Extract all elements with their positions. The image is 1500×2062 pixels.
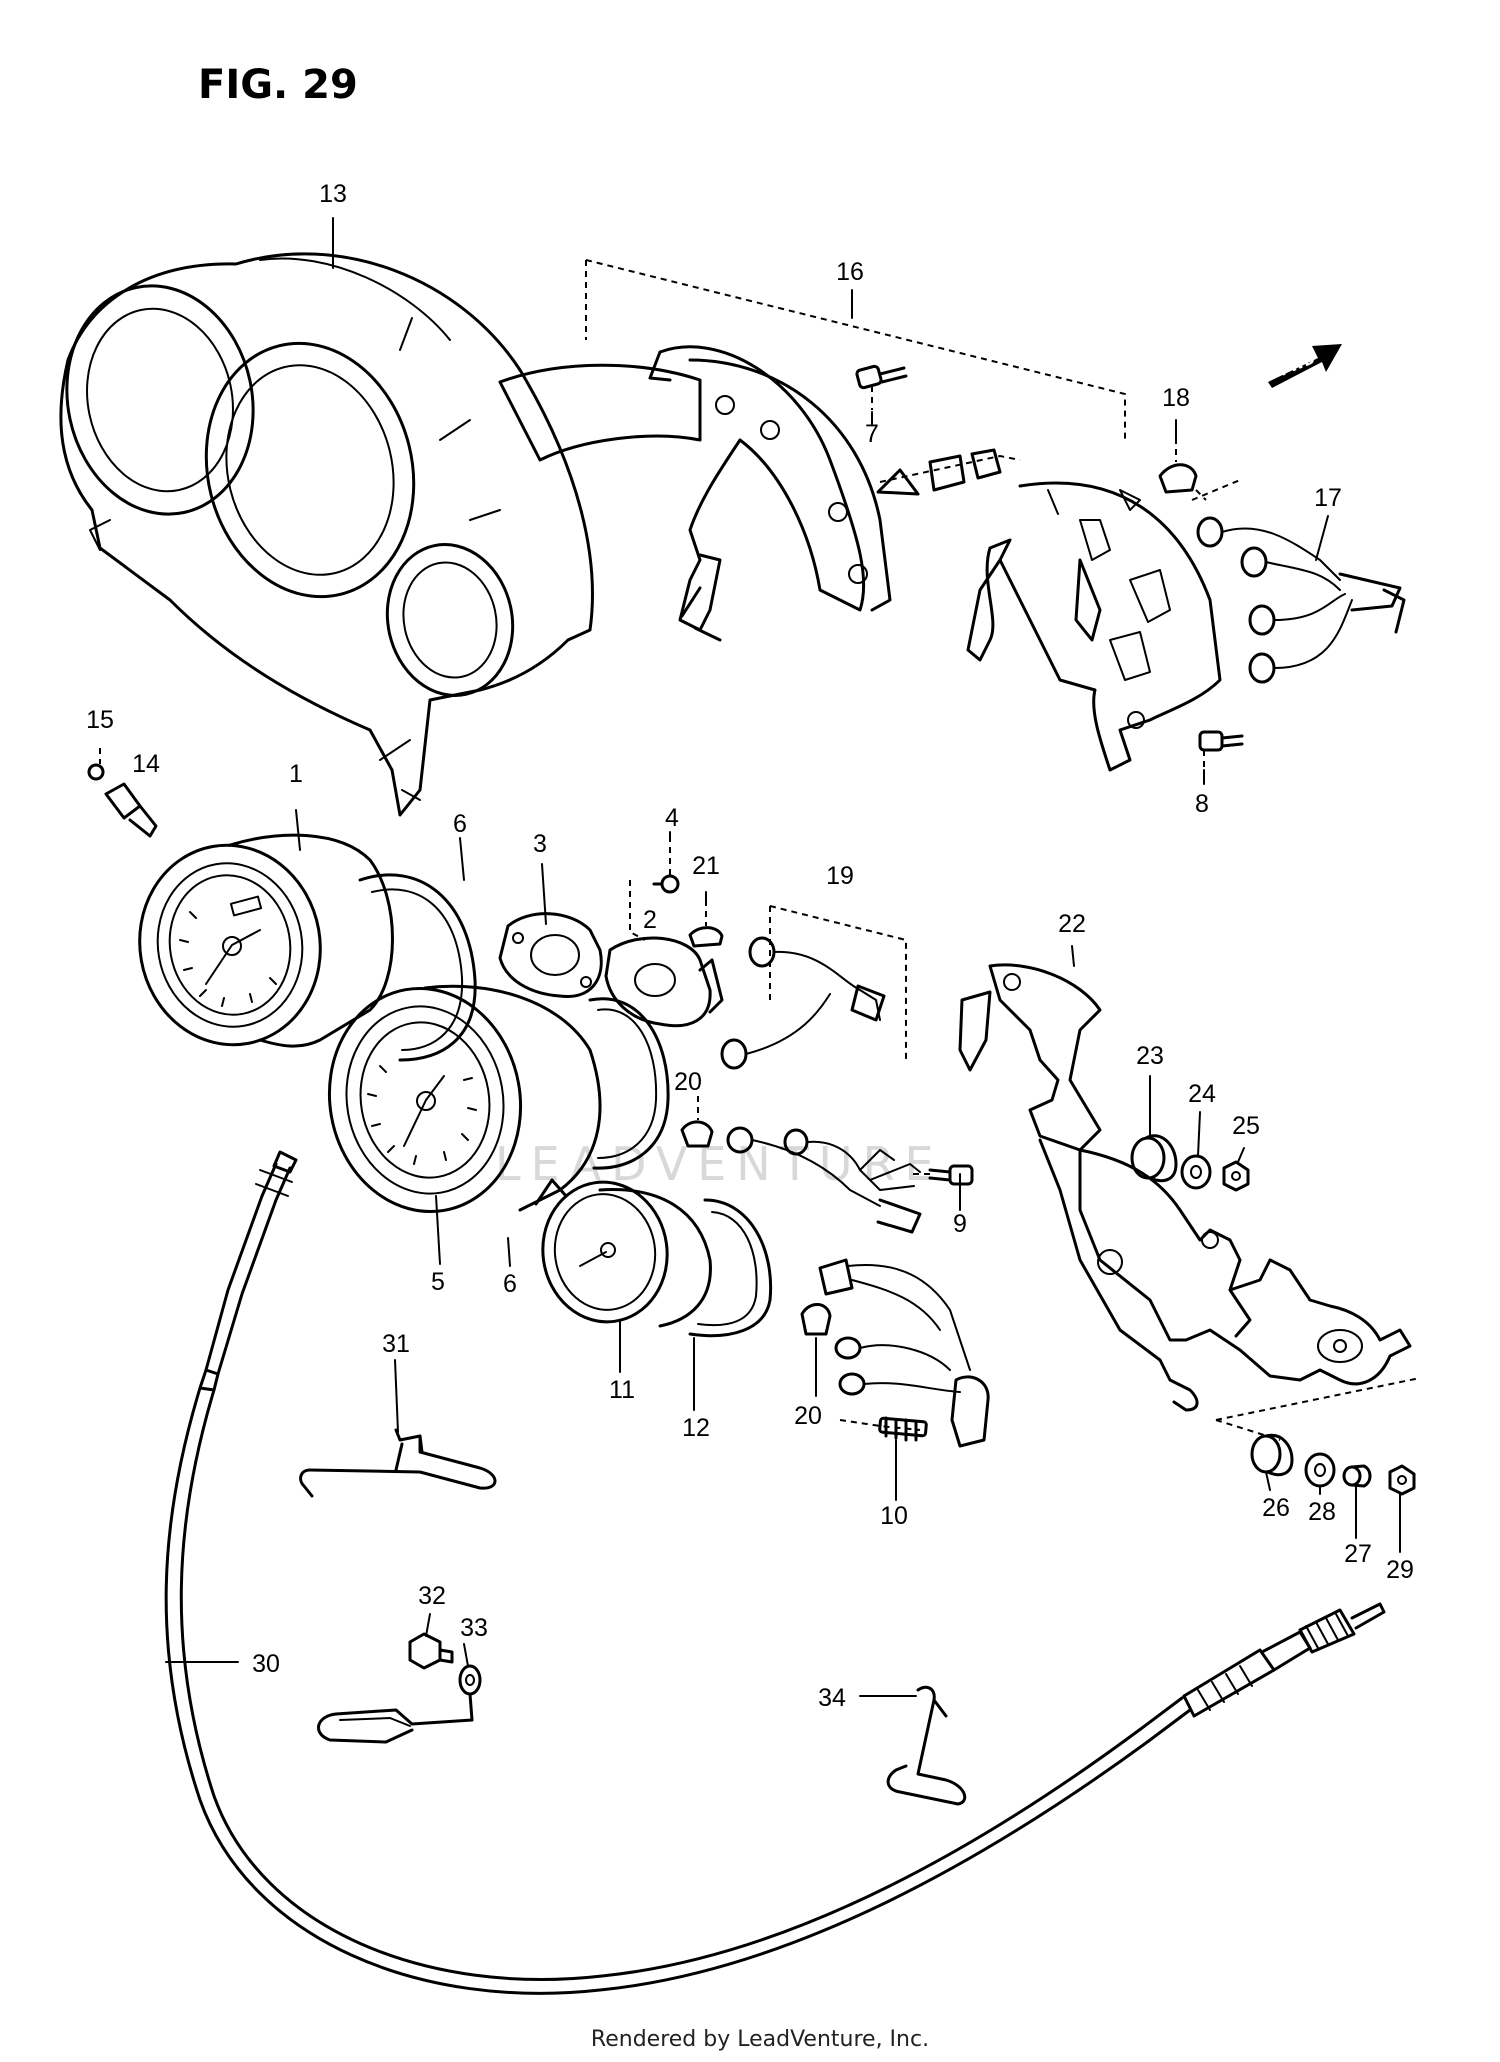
bulb-part-18: [1158, 438, 1207, 501]
clamp-part-32-33-bracket: [317, 1692, 474, 1744]
tachometer-part-1: [138, 833, 394, 1048]
callout-9: 9: [953, 1210, 967, 1238]
nut-part-25: [1222, 1160, 1250, 1192]
gasket-part-3: [498, 912, 603, 998]
cushion-part-23: [1130, 1134, 1178, 1183]
callout-15: 15: [86, 706, 114, 734]
callout-21: 21: [692, 852, 720, 880]
washer-part-33: [458, 1664, 482, 1696]
meter-bracket-part-22: [958, 963, 1421, 1441]
meter-cover-part-13: [59, 252, 702, 817]
callout-5: 5: [431, 1268, 445, 1296]
forward-label: FWD: [1278, 351, 1318, 380]
callout-2: 2: [643, 906, 657, 934]
cushion-ring-part-12: [688, 1198, 773, 1338]
leader-lines: [165, 217, 1401, 1697]
bulb-part-20-lower: [800, 1303, 832, 1336]
forward-direction-arrow-icon: FWD: [1268, 344, 1342, 388]
callout-1: 1: [289, 760, 303, 788]
rubber-ring-part-6-upper: [358, 873, 477, 1062]
rubber-ring-part-6-lower: [588, 997, 670, 1170]
callout-7: 7: [865, 420, 879, 448]
callout-6-upper: 6: [453, 810, 467, 838]
fuel-gauge-part-11: [541, 1180, 712, 1328]
callout-20-lower: 20: [794, 1402, 822, 1430]
callout-17: 17: [1314, 484, 1342, 512]
screw-part-8: [1198, 730, 1244, 770]
bulb-socket-part-14: [104, 782, 158, 838]
callout-12: 12: [682, 1414, 710, 1442]
callout-16: 16: [836, 258, 864, 286]
callout-6-lower: 6: [503, 1270, 517, 1298]
indicator-socket-plate: [876, 448, 1241, 772]
callout-8: 8: [1195, 790, 1209, 818]
collar-part-27: [1342, 1464, 1372, 1488]
screw-part-10: [878, 1416, 928, 1442]
callout-19: 19: [826, 862, 854, 890]
clamp-part-31: [299, 1428, 497, 1498]
washer-part-24: [1180, 1154, 1212, 1190]
wiring-harness-part-19: [720, 905, 922, 1234]
screw-part-4: [652, 836, 680, 894]
meter-housing-part-16: [585, 259, 1126, 642]
callout-24: 24: [1188, 1080, 1216, 1108]
callout-29: 29: [1386, 1556, 1414, 1584]
callout-22: 22: [1058, 910, 1086, 938]
callout-11: 11: [609, 1376, 635, 1404]
callout-34: 34: [818, 1684, 846, 1712]
bulb-part-21: [688, 900, 724, 948]
nut-part-29: [1388, 1464, 1416, 1496]
callout-33: 33: [460, 1614, 488, 1642]
callout-26: 26: [1262, 1494, 1290, 1522]
callout-23: 23: [1136, 1042, 1164, 1070]
callout-14: 14: [132, 750, 160, 778]
callout-28: 28: [1308, 1498, 1336, 1526]
callout-27: 27: [1344, 1540, 1372, 1568]
bolt-part-32: [408, 1632, 454, 1670]
callout-10: 10: [880, 1502, 908, 1530]
callout-32: 32: [418, 1582, 446, 1610]
speedometer-part-5: [327, 984, 602, 1214]
callout-labels: 13 16 7 18 17 8 15 14 1 6 3 4 21 2 19 22…: [86, 180, 1414, 1712]
callout-20-upper: 20: [674, 1068, 702, 1096]
callout-13: 13: [319, 180, 347, 208]
bulb-part-20-upper: [680, 1096, 714, 1148]
callout-30: 30: [252, 1650, 280, 1678]
screw-part-9: [910, 1164, 974, 1186]
callout-4: 4: [665, 804, 679, 832]
bolt-part-15: [87, 748, 105, 781]
cushion-part-26: [1250, 1433, 1294, 1477]
callout-31: 31: [382, 1330, 410, 1358]
washer-part-28: [1304, 1452, 1336, 1488]
footer-credit: Rendered by LeadVenture, Inc.: [591, 2027, 929, 2052]
figure-title: FIG. 29: [198, 62, 358, 108]
lower-wiring-harness: [818, 1258, 990, 1448]
callout-3: 3: [533, 830, 547, 858]
clip-part-34: [886, 1685, 967, 1806]
screw-part-7: [855, 364, 908, 410]
watermark: LEADVENTURE: [495, 1137, 944, 1191]
callout-25: 25: [1232, 1112, 1260, 1140]
callout-18: 18: [1162, 384, 1190, 412]
plate-part-2: [604, 880, 724, 1028]
socket-harness-part-17: [1196, 516, 1406, 684]
speedometer-cable-part-30: [164, 1150, 1386, 1995]
